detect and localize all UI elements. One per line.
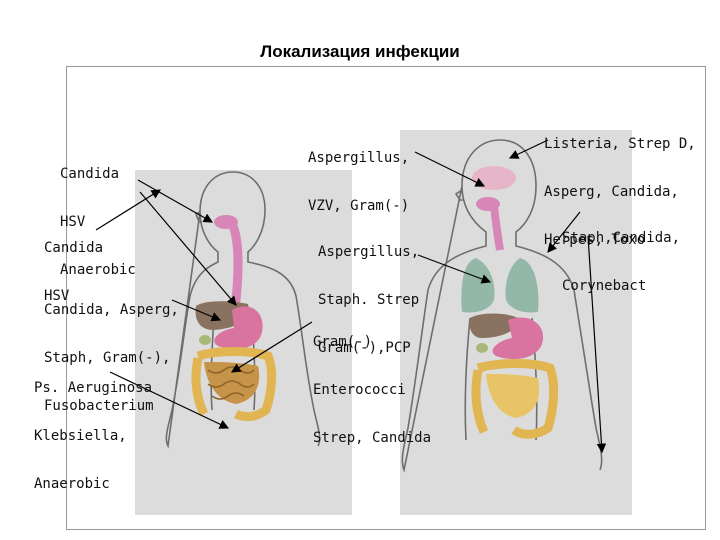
label-line: Aspergillus, — [308, 150, 410, 166]
arrow-skin-hand — [587, 235, 607, 454]
label-line: Candida, Asperg, — [44, 302, 179, 318]
label-esophagus: Candida HSV — [44, 208, 103, 336]
right-small-intestine — [486, 374, 540, 418]
arrow-stomach — [171, 299, 222, 322]
label-line: Candida — [44, 240, 104, 256]
arrow-esophagus-2 — [139, 191, 237, 306]
label-line: VZV, Gram(-) — [308, 198, 410, 214]
right-lung-left — [461, 258, 495, 313]
label-cns: Listeria, Strep D, Asperg, Candida, Herp… — [544, 104, 696, 280]
label-line: Herpes, Toxo — [544, 232, 646, 248]
label-line: Klebsiella, — [34, 428, 127, 444]
arrow-sinus — [414, 151, 486, 187]
left-gallbladder — [199, 335, 211, 345]
arrow-cns — [508, 139, 549, 159]
arrow-colon — [109, 371, 230, 429]
label-line: Strep, Candida — [313, 430, 432, 446]
label-line: Staph,Candida, — [562, 230, 681, 246]
content-frame — [66, 66, 706, 530]
left-small-intestine — [204, 362, 260, 404]
left-colon-side — [191, 357, 209, 417]
right-gallbladder — [476, 343, 488, 353]
label-line: Gram(-) — [313, 334, 373, 350]
arrow-bowel — [230, 321, 313, 373]
label-colon: Ps. Aeruginosa Klebsiella, Anaerobic — [34, 348, 152, 524]
right-brain — [472, 166, 516, 190]
label-lungs: Aspergillus, Staph. Strep Gram(-),PCP — [318, 212, 419, 388]
left-stomach — [214, 306, 263, 350]
label-line: Candida — [60, 166, 120, 182]
label-line: Staph. Strep — [318, 292, 420, 308]
label-line: Anaerobic — [60, 262, 136, 278]
label-oral: Candida HSV Anaerobic — [60, 134, 136, 310]
label-line: Asperg, Candida, — [544, 184, 679, 200]
arrow-skin — [547, 211, 581, 253]
label-line: Listeria, Strep D, — [544, 136, 696, 152]
pointer-arrows — [95, 139, 607, 454]
label-line: Anaerobic — [34, 476, 110, 492]
right-colon-side — [471, 369, 489, 434]
label-sinus: Aspergillus, VZV, Gram(-) — [308, 118, 409, 246]
label-stomach: Candida, Asperg, Staph, Gram(-), Fusobac… — [44, 270, 179, 446]
label-line: Fusobacterium — [44, 398, 154, 414]
label-line: Enterococci — [313, 382, 406, 398]
label-line: HSV — [44, 288, 70, 304]
label-line: HSV — [60, 214, 86, 230]
right-large-intestine — [476, 359, 559, 439]
right-liver — [469, 313, 518, 338]
label-bowel: Gram(-) Enterococci Strep, Candida — [313, 302, 431, 478]
label-line: Gram(-),PCP — [318, 340, 411, 356]
arrow-oral — [137, 179, 214, 223]
label-line: Corynebact — [562, 278, 647, 294]
left-large-intestine — [196, 347, 277, 422]
label-line: Aspergillus, — [318, 244, 420, 260]
left-organs — [191, 215, 277, 422]
label-line: Staph, Gram(-), — [44, 350, 171, 366]
page-title: Локализация инфекции — [260, 42, 460, 61]
right-lung-right — [505, 258, 539, 313]
arrow-lungs — [417, 254, 492, 284]
right-organs — [461, 166, 559, 439]
right-trachea — [490, 205, 504, 251]
arrow-esophagus — [95, 189, 162, 231]
label-skin: Staph,Candida, Corynebact — [562, 198, 680, 326]
label-line: Ps. Aeruginosa — [34, 380, 153, 396]
left-esophagus — [225, 215, 243, 305]
right-stomach — [492, 317, 544, 360]
